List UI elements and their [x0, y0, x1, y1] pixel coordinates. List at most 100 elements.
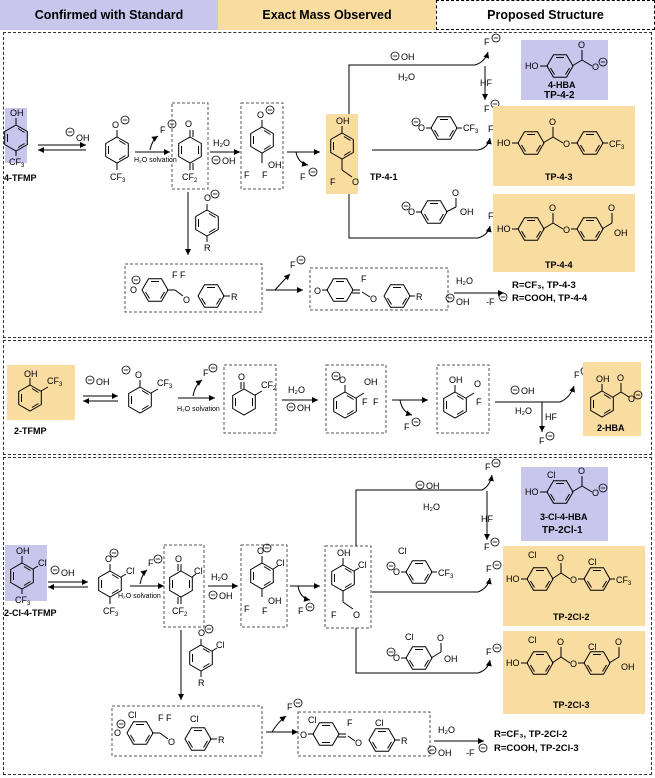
svg-text:O: O — [204, 193, 211, 203]
svg-text:O: O — [408, 207, 415, 217]
f-anion-9: F — [404, 422, 410, 432]
highlight-3-cl-4-hba — [521, 467, 608, 541]
svg-text:OH: OH — [268, 596, 282, 606]
highlight-4-hba — [521, 40, 608, 100]
molecule-difluoro-alcohol-2: O OH F F — [331, 371, 379, 419]
f-anion-4: F — [484, 104, 490, 114]
molecule-phenolate-2: O CF3 — [121, 365, 173, 414]
svg-text:O: O — [549, 203, 556, 213]
f-anion-18: F — [287, 702, 293, 712]
svg-text:OH: OH — [336, 116, 350, 126]
svg-text:OH: OH — [16, 546, 30, 556]
reagent-oh-2: OH — [222, 156, 236, 166]
h2o-label-2: H₂O — [398, 72, 415, 82]
svg-text:F: F — [347, 718, 353, 728]
f-anion-5: F — [488, 124, 494, 134]
molecule-phenolate-1: O CF3 — [105, 115, 130, 184]
svg-text:F: F — [172, 270, 178, 280]
svg-text:O: O — [105, 554, 112, 564]
svg-text:OH: OH — [460, 207, 474, 217]
molecule-quinone-methide-1: O CF2 — [178, 119, 202, 184]
svg-text:Cl: Cl — [126, 566, 135, 576]
svg-text:O: O — [135, 370, 142, 380]
svg-text:O: O — [570, 575, 577, 585]
h2o-label-1: H₂O — [213, 138, 230, 148]
f-anion-11: F — [539, 436, 545, 446]
svg-text:OH: OH — [449, 375, 463, 385]
molecule-2-hba: OH O O — [590, 373, 643, 418]
svg-text:OH: OH — [10, 108, 24, 118]
r-cf3-tp-4-3: R=CF₃, TP-4-3 — [512, 280, 576, 291]
equilibrium-arrow-3: OH — [48, 565, 88, 590]
molecule-tp-4-4: HO O O O OH — [497, 203, 628, 241]
box-quinone-ether-1 — [309, 267, 449, 311]
svg-text:F: F — [244, 170, 250, 180]
svg-text:OH: OH — [444, 654, 458, 664]
reagent-phenolate-cf3: O CF3 — [411, 116, 479, 140]
molecule-quinone-ether-3: Cl O F O Cl — [300, 715, 400, 752]
svg-text:CF3: CF3 — [157, 378, 173, 390]
svg-text:Cl: Cl — [276, 558, 285, 568]
reagent-phenolate-cooh: O O OH — [401, 188, 474, 224]
svg-text:O: O — [183, 295, 190, 305]
svg-text:Cl: Cl — [528, 635, 537, 645]
f-anion-15: F — [484, 542, 490, 552]
svg-text:OH: OH — [268, 160, 282, 170]
r-cooh-tp-2cl-3: R=COOH, TP-2Cl-3 — [494, 743, 579, 754]
h2o-label-6: H₂O — [211, 572, 228, 582]
svg-text:O: O — [175, 554, 182, 564]
svg-text:Cl: Cl — [588, 642, 597, 652]
svg-text:O: O — [353, 610, 360, 620]
svg-text:Cl: Cl — [398, 546, 407, 556]
svg-text:O: O — [393, 567, 400, 577]
svg-text:OH: OH — [614, 228, 628, 238]
f-anion-1: F — [160, 125, 166, 135]
molecule-quinone-ether-1: O F O — [314, 274, 415, 308]
svg-text:HO: HO — [525, 61, 539, 71]
svg-text:O: O — [168, 737, 175, 747]
svg-text:HO: HO — [497, 224, 511, 234]
svg-text:O: O — [617, 373, 624, 383]
label-2-cl-4-tfmp: 2-Cl-4-TFMP — [4, 608, 57, 618]
box-difluoro-alcohol-1 — [240, 102, 284, 190]
label-tp-4-2: TP-4-2 — [544, 90, 575, 101]
molecule-ether-intermediate-1: O F F O — [130, 270, 230, 308]
hf-label-2: HF — [545, 412, 557, 422]
panel-2-cl-4-tfmp — [3, 457, 652, 775]
arrow-solvation-1: H₂O solvation F — [134, 119, 177, 164]
svg-text:CF3: CF3 — [463, 123, 479, 135]
label-tp-2cl-2: TP-2Cl-2 — [553, 612, 590, 622]
h2o-label-4: H₂O — [288, 385, 305, 395]
r-label-3: R — [416, 292, 423, 302]
molecule-3-cl-4-hba: Cl HO O O — [525, 466, 608, 504]
svg-text:F: F — [158, 713, 164, 723]
svg-text:O: O — [112, 120, 119, 130]
reagent-oh-8: OH — [61, 568, 75, 578]
box-quinone-ether-3 — [297, 711, 431, 757]
arrow-elimination-1: F — [266, 255, 306, 293]
svg-text:CF2: CF2 — [182, 172, 198, 184]
r-label-2: R — [231, 292, 238, 302]
svg-text:O: O — [592, 62, 599, 72]
svg-text:O: O — [474, 379, 481, 389]
h2o-label-7: H₂O — [423, 502, 440, 512]
svg-text:O: O — [339, 375, 346, 385]
highlight-tp-4-4 — [493, 194, 635, 272]
svg-text:HO: HO — [497, 138, 511, 148]
svg-text:F: F — [262, 606, 268, 616]
panel-4-tfmp — [3, 32, 652, 338]
box-difluoro-alcohol-2 — [325, 364, 387, 434]
box-quinone-methide-2 — [223, 364, 277, 434]
svg-text:O: O — [452, 188, 459, 198]
h2o-label-3: H₂O — [456, 276, 473, 286]
svg-text:F: F — [166, 713, 172, 723]
molecule-difluoro-alcohol-1: O F F OH — [244, 105, 282, 180]
svg-text:O: O — [370, 294, 377, 304]
arrow-defluorination-3: F — [290, 583, 320, 616]
highlight-4-tfmp — [5, 108, 27, 163]
svg-text:F: F — [331, 610, 337, 620]
box-quinone-methide-3 — [163, 544, 205, 628]
svg-text:O: O — [238, 372, 245, 382]
svg-text:O: O — [352, 177, 359, 187]
